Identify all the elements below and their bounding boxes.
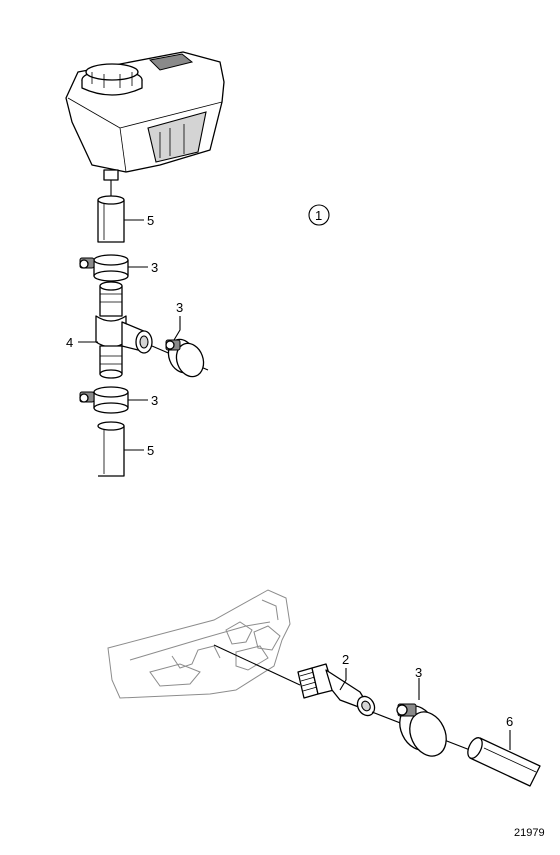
figure-number: 21979 — [514, 827, 545, 839]
callout-hose-outlet: 6 — [506, 714, 513, 729]
view-marker: 1 — [308, 204, 330, 226]
callout-hose-lower: 5 — [147, 443, 154, 458]
callout-nipple: 2 — [342, 652, 349, 667]
callout-clamp-branch: 3 — [176, 300, 183, 315]
engine-block — [107, 589, 291, 699]
hose-outlet — [467, 737, 541, 787]
callout-tee: 4 — [66, 335, 73, 350]
tee-fitting — [95, 281, 153, 379]
callout-clamp-lower: 3 — [151, 393, 158, 408]
hose-nipple — [297, 663, 376, 717]
clamp-branch — [165, 338, 205, 378]
view-marker-number: 1 — [315, 208, 322, 223]
callout-hose-upper: 5 — [147, 213, 154, 228]
hose-lower — [97, 421, 125, 477]
callout-clamp-nipple: 3 — [415, 665, 422, 680]
clamp-nipple — [396, 703, 447, 757]
expansion-tank — [65, 51, 225, 196]
hose-upper — [97, 195, 125, 243]
clamp-upper — [79, 254, 129, 282]
clamp-lower — [79, 386, 129, 414]
callout-clamp-upper: 3 — [151, 260, 158, 275]
